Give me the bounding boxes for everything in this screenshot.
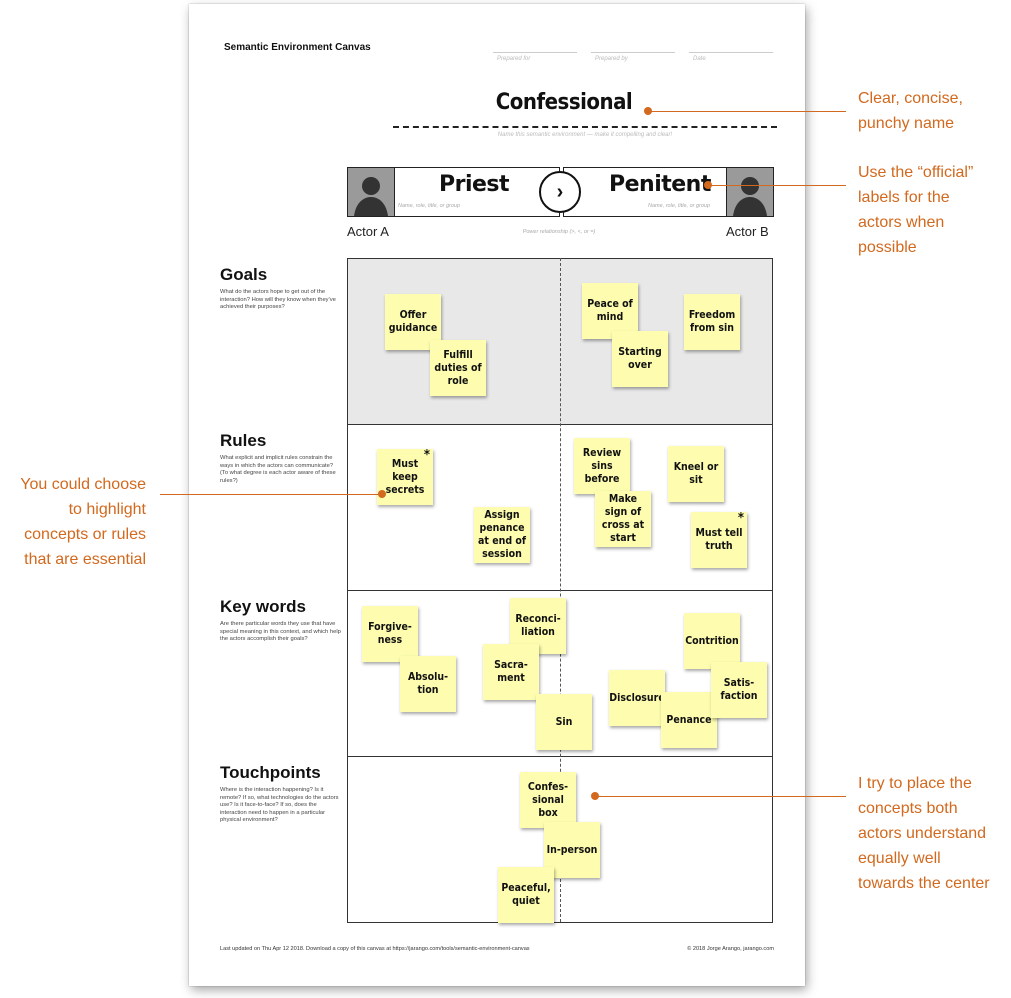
rules-description: What explicit and implicit rules constra… [220, 455, 336, 484]
footer-copyright: © 2018 Jorge Arango, jarango.com [687, 946, 774, 952]
sticky-note: Assign penance at end of session [474, 507, 530, 563]
callout-line-text: concepts or rules [24, 526, 146, 543]
callout-line-text: labels for the [858, 189, 950, 206]
keywords-title: Key words [220, 597, 306, 616]
prepared-by-line [591, 52, 675, 53]
actor-a-hint: Name, role, title, or group [398, 203, 461, 209]
sticky-note: Satis-faction [711, 662, 767, 718]
sticky-note: Penance [661, 692, 717, 748]
prepared-for-line [493, 52, 577, 53]
callout-line-text: actors when [858, 214, 945, 231]
callout-line-text: You could choose [20, 476, 146, 493]
callout-name: Clear, concise, punchy name [858, 86, 963, 136]
callout-line-text: to highlight [68, 501, 146, 518]
actor-b-name: Penitent [609, 172, 711, 197]
callout-highlight-dot [378, 490, 386, 498]
actor-a-label: Actor A [347, 224, 389, 239]
sticky-note: Peaceful, quiet [498, 867, 554, 923]
callout-line-text: equally well [858, 850, 941, 867]
sticky-note: Forgive-ness [362, 606, 418, 662]
prepared-by-label: Prepared by [595, 56, 628, 62]
power-relationship-icon: › [539, 171, 581, 213]
callout-labels: Use the “official” labels for the actors… [858, 160, 973, 260]
actor-b-label: Actor B [726, 224, 769, 239]
essential-star: * [423, 448, 430, 463]
callout-center-dot [591, 792, 599, 800]
sticky-note: Sin [536, 694, 592, 750]
sticky-note: Must tell truth * [691, 512, 747, 568]
callout-labels-dot [704, 181, 712, 189]
sticky-note: Offer guidance [385, 294, 441, 350]
sticky-note: Kneel or sit [668, 446, 724, 502]
environment-name: Confessional [495, 90, 633, 115]
sticky-note: Freedom from sin [684, 294, 740, 350]
sticky-note-text: Must keep secrets [385, 457, 425, 496]
canvas-title: Semantic Environment Canvas [224, 42, 371, 53]
canvas-page: Semantic Environment Canvas Prepared for… [189, 4, 805, 986]
power-hint: Power relationship (>, <, or =) [522, 229, 596, 235]
touchpoints-description: Where is the interaction happening? Is i… [220, 787, 339, 823]
essential-star: * [737, 511, 744, 526]
actor-a-box [394, 167, 560, 217]
callout-line-text: actors understand [858, 825, 987, 842]
callout-line-text: towards the center [858, 875, 990, 892]
callout-center: I try to place the concepts both actors … [858, 771, 990, 896]
sticky-note: Review sins before [574, 438, 630, 494]
sticky-note: Disclosure [609, 670, 665, 726]
callout-name-dot [644, 107, 652, 115]
sticky-note: Confes-sional box [520, 772, 576, 828]
actor-b-avatar-icon [726, 167, 774, 217]
goals-title: Goals [220, 265, 268, 284]
environment-hint: Name this semantic environment — make it… [497, 132, 673, 138]
sticky-note: Peace of mind [582, 283, 638, 339]
callout-line-text: concepts both [858, 800, 958, 817]
keywords-description: Are there particular words they use that… [220, 621, 341, 642]
date-line [689, 52, 773, 53]
sticky-note-text: Must tell truth [695, 527, 743, 552]
actor-b-hint: Name, role, title, or group [648, 203, 711, 209]
goals-description: What do the actors hope to get out of th… [220, 289, 336, 310]
footer-update-note: Last updated on Thu Apr 12 2018. Downloa… [220, 946, 530, 952]
sticky-note: Sacra-ment [483, 644, 539, 700]
sticky-note: Fulfill duties of role [430, 340, 486, 396]
callout-highlight-line [160, 494, 382, 495]
sticky-note: Make sign of cross at start [595, 491, 651, 547]
callout-line-text: I try to place the [858, 775, 972, 792]
callout-highlight: You could choose to highlight concepts o… [0, 472, 146, 572]
touchpoints-title: Touchpoints [220, 763, 321, 782]
callout-line-text: Clear, concise, [858, 90, 963, 107]
callout-line-text: that are essential [24, 551, 146, 568]
callout-line-text: punchy name [858, 115, 955, 132]
date-label: Date [693, 56, 706, 62]
callout-line-text: possible [858, 239, 917, 256]
actor-a-avatar-icon [347, 167, 395, 217]
callout-line-text: Use the “official” [858, 164, 974, 181]
sticky-note: Absolu-tion [400, 656, 456, 712]
prepared-for-label: Prepared for [497, 56, 531, 62]
center-divider [560, 258, 561, 922]
sticky-note: Starting over [612, 331, 668, 387]
actor-a-name: Priest [439, 172, 510, 197]
callout-name-line [648, 111, 846, 112]
sticky-note: Must keep secrets * [377, 449, 433, 505]
environment-name-underline [393, 126, 777, 128]
rules-title: Rules [220, 431, 267, 450]
callout-labels-line [708, 185, 846, 186]
sticky-note: Contrition [684, 613, 740, 669]
callout-center-line [595, 796, 846, 797]
